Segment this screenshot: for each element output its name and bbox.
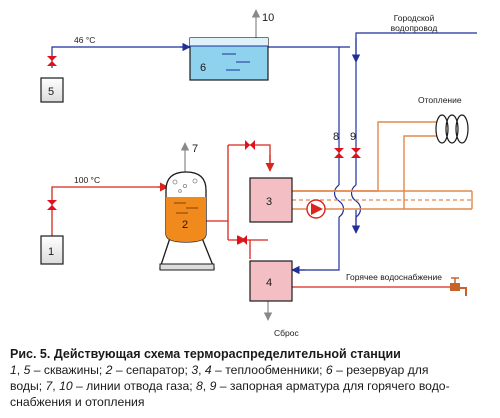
separator-label: 2 <box>182 219 188 231</box>
valve-icon <box>237 235 247 245</box>
water-lines <box>51 32 477 275</box>
valve-icon <box>47 56 57 66</box>
exchanger-4-label: 4 <box>266 277 272 289</box>
caption-segment: 9 <box>209 379 217 393</box>
tank-label: 6 <box>200 62 206 74</box>
heat-exchanger-3: 3 <box>249 177 293 223</box>
discharge-label: Сброс <box>274 328 299 338</box>
caption-line: снабжения и отопления <box>10 394 494 410</box>
pump-icon <box>306 199 326 219</box>
caption-segment: – запорная арматура для горячего водо- <box>216 379 450 393</box>
valve-icon <box>245 140 255 150</box>
heat-exchanger-4: 4 <box>249 260 293 302</box>
caption-segment: 8 <box>196 379 203 393</box>
caption-segment: 10 <box>59 379 73 393</box>
caption-segment: 2 <box>105 363 113 377</box>
caption-segment: , <box>16 363 24 377</box>
caption-body: 1, 5 – скважины; 2 – сепаратор; 3, 4 – т… <box>10 362 494 410</box>
temp-100-label: 100 °C <box>74 175 100 185</box>
figure-caption: Рис. 5. Действующая схема терморас­преде… <box>10 346 494 410</box>
caption-line: 1, 5 – скважины; 2 – сепаратор; 3, 4 – т… <box>10 362 494 378</box>
caption-segment: снабжения и отопления <box>10 395 145 409</box>
caption-segment: , <box>52 379 60 393</box>
well-5: 5 <box>40 77 64 103</box>
temp-46-label: 46 °C <box>74 35 95 45</box>
caption-segment: 4 <box>204 363 212 377</box>
valve-9-label: 9 <box>350 131 356 143</box>
valve-icon <box>47 200 57 210</box>
caption-title: Рис. 5. Действующая схема терморас­преде… <box>10 347 401 361</box>
caption-segment: 3 <box>191 363 199 377</box>
heating-lines <box>292 121 473 210</box>
caption-segment: – резервуар для <box>332 363 429 377</box>
faucet-icon <box>450 277 467 296</box>
hot-water-label: Горячее водоснабжение <box>346 272 442 282</box>
gas-10-label: 10 <box>262 12 274 24</box>
caption-segment: , <box>198 363 205 377</box>
water-tank: 6 <box>189 37 269 81</box>
well-1: 1 <box>40 235 64 265</box>
exchanger-3-label: 3 <box>266 196 272 208</box>
caption-segment: – скважины; <box>30 363 106 377</box>
heating-label: Отопление <box>418 95 462 105</box>
valve-8-label: 8 <box>333 131 339 143</box>
caption-segment: – теплообменники; <box>211 363 326 377</box>
city-water-label-2: водопровод <box>391 23 438 33</box>
valve-8-icon <box>334 148 344 158</box>
caption-segment: 7 <box>45 379 53 393</box>
caption-segment: – сепаратор; <box>112 363 192 377</box>
gas-7-label: 7 <box>192 143 198 155</box>
station-diagram: 6 5 1 2 3 4 <box>40 9 477 338</box>
city-water-label-1: Городской <box>394 13 435 23</box>
valve-9-icon <box>351 148 361 158</box>
radiator-icon <box>435 114 469 144</box>
caption-segment: , <box>202 379 210 393</box>
caption-segment: воды; <box>10 379 46 393</box>
caption-segment: 6 <box>325 363 333 377</box>
well-5-label: 5 <box>48 86 54 98</box>
hot-lines <box>51 144 450 288</box>
caption-line: воды; 7, 10 – линии отвода газа; 8, 9 – … <box>10 378 494 394</box>
caption-segment: 1 <box>10 363 17 377</box>
well-1-label: 1 <box>48 246 54 258</box>
separator: 2 <box>159 171 215 271</box>
caption-segment: 5 <box>23 363 31 377</box>
caption-segment: – линии отвода газа; <box>72 379 196 393</box>
